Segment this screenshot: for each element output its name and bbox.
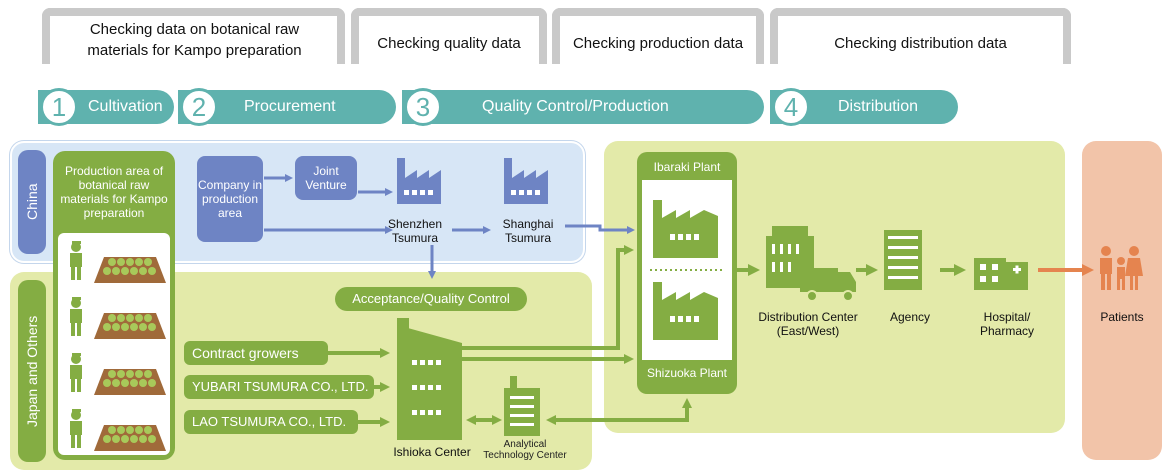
hospital-pharmacy-label: Hospital/ Pharmacy: [979, 310, 1035, 338]
shenzhen-factory-icon: [397, 158, 441, 204]
shanghai-tsumura-label: Shanghai Tsumura: [502, 217, 554, 245]
header-distribution: Checking distribution data: [834, 35, 1007, 52]
stage-number-2: 2: [180, 88, 218, 126]
header-quality: Checking quality data: [377, 35, 521, 52]
ishioka-center-building-icon: [397, 318, 462, 440]
patients-panel: [1082, 141, 1162, 460]
ibaraki-factory-icon: [653, 200, 718, 258]
stage-number-4: 4: [772, 88, 810, 126]
shanghai-factory-icon: [504, 158, 548, 204]
stage-number-3: 3: [404, 88, 442, 126]
crop-piles: [94, 257, 166, 451]
patients-icon: [1100, 246, 1143, 290]
header-bracket-production: [552, 8, 764, 64]
header-raw-materials: Checking data on botanical raw materials…: [87, 21, 302, 59]
farmer-crop-rows: [70, 241, 82, 448]
shenzhen-tsumura-label: Shenzhen Tsumura: [387, 217, 443, 245]
stage-label: Cultivation: [88, 98, 163, 115]
analytical-center-label: Analytical Technology Center: [483, 439, 567, 461]
hospital-building-icon: [974, 258, 1028, 290]
distribution-center-icon: [766, 226, 856, 302]
company-production-area: Company in production area: [197, 156, 263, 242]
distribution-center-label: Distribution Center (East/West): [758, 310, 858, 338]
contract-growers: Contract growers: [184, 341, 328, 365]
stage-number-1: 1: [40, 88, 78, 126]
lao-tsumura: LAO TSUMURA CO., LTD.: [184, 410, 358, 434]
analytical-center-icon: [504, 376, 540, 436]
ibaraki-plant-label: Ibaraki Plant: [653, 160, 721, 174]
stage-quality-production: Quality Control/Production: [402, 90, 764, 124]
header-bracket-quality: [351, 8, 547, 64]
stage-label: Distribution: [838, 98, 919, 115]
header-bracket-distribution: [770, 8, 1071, 64]
ishioka-center-label: Ishioka Center: [393, 445, 471, 459]
agency-building-icon: [884, 230, 922, 290]
production-area-title: Production area of botanical raw materia…: [60, 164, 168, 220]
joint-venture: Joint Venture: [295, 156, 357, 200]
stage-label: Procurement: [244, 98, 336, 115]
shizuoka-plant-label: Shizuoka Plant: [646, 366, 728, 380]
agency-label: Agency: [889, 310, 931, 324]
header-production: Checking production data: [572, 35, 744, 52]
shizuoka-factory-icon: [653, 282, 718, 340]
header-bracket-raw-materials: [42, 8, 345, 64]
acceptance-quality-control: Acceptance/Quality Control: [335, 287, 527, 311]
stage-label: Quality Control/Production: [482, 98, 669, 115]
patients-label: Patients: [1100, 310, 1144, 324]
yubari-tsumura: YUBARI TSUMURA CO., LTD.: [184, 375, 374, 399]
